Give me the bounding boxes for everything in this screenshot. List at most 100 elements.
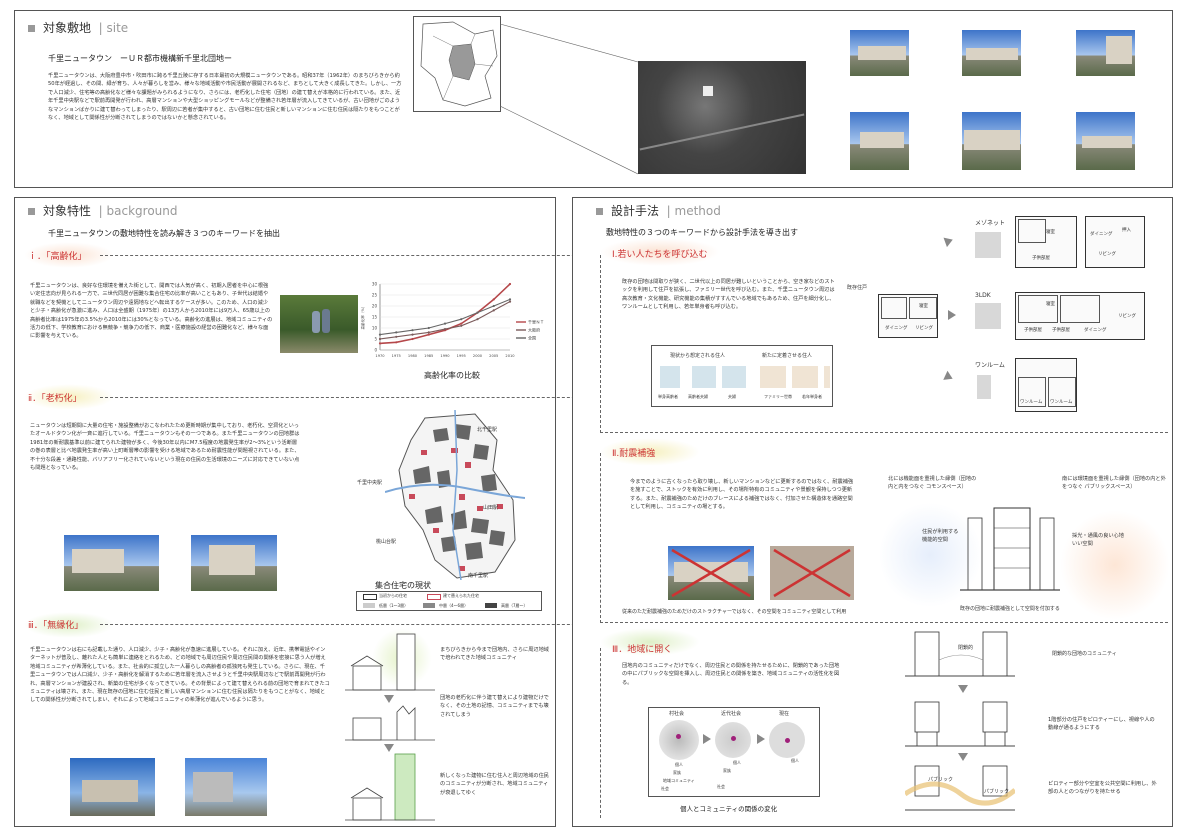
data-point [427, 331, 430, 334]
cross-icon [773, 548, 851, 598]
resident-icon [792, 366, 818, 388]
data-point [476, 311, 479, 314]
open-community-body: 団地内のコミュニティだけでなく、周辺住民との関係を持たせるために、閉鎖的であった… [622, 663, 840, 686]
one-room-floor-plan: ワンルーム ワンルーム [1015, 358, 1077, 412]
site-photo [962, 112, 1021, 170]
x-tick-label: 1990 [440, 354, 450, 358]
data-point [476, 318, 479, 321]
relationship-caption: 個人とコミュニティの関係の変化 [680, 805, 778, 813]
community-diagram-3 [345, 753, 435, 821]
brace-photo-crossed [668, 546, 754, 600]
map-label-station: 南千里駅 [468, 573, 489, 579]
community-diagram-1 [345, 633, 435, 691]
data-point [395, 335, 398, 338]
construction-photo [185, 758, 267, 816]
danchi-photo [64, 535, 159, 591]
square-bullet-icon [596, 208, 603, 215]
x-tick-label: 1995 [457, 354, 466, 358]
keyword-aging-buildings: ⅱ．「老朽化」 [28, 394, 82, 404]
map-label-station: 山田駅 [483, 505, 499, 511]
step-3-text: ピロティー部分や空室を公共空間に利用し、外部の人とのつながりを持たせる [1048, 781, 1157, 796]
public-label: パブリック [984, 789, 1010, 795]
type-label: メゾネット [975, 220, 1006, 227]
legend-label: 千里ＮＴ [528, 319, 544, 325]
data-point [508, 300, 512, 303]
aerial-photo [638, 61, 806, 174]
arrow-down-icon [958, 685, 968, 693]
site-title: 対象敷地 | site [28, 19, 128, 36]
resident-icon [760, 366, 786, 388]
resident-box: 現状から想定される住人 新たに定着させる住人 単身高齢者 高齢者夫婦 夫婦 ファ… [651, 345, 833, 407]
housing-status-map [385, 410, 525, 580]
aging-chart-caption: 高齢化率の比較 [424, 371, 480, 380]
x-tick-label: 2000 [473, 354, 483, 358]
seismic-body: 今までのように古くなったら取り壊し、新しいマンションなどに更新するのではなく、耐… [630, 479, 854, 511]
x-tick-label: 1980 [408, 354, 418, 358]
y-axis-label: 高齢化率（%） [360, 305, 365, 330]
young-people-body: 既存の団地は間取りが狭く、二世代以上の同居が難しいということから、空き家などのス… [622, 279, 835, 311]
closed-community-diagram [905, 631, 1015, 677]
site-photo [1076, 30, 1135, 76]
3ldk-floor-plan: 寝室 子供部屋 子供部屋 ダイニング リビング [1015, 292, 1145, 340]
data-point [460, 322, 463, 325]
community-text-1: まちびらきから今まで団地内、さらに周辺地域で培われてきた地域コミュニティ [440, 647, 549, 662]
step-1-text: 閉鎖的な団地のコミュニティ [1052, 651, 1117, 657]
x-tick-label: 1970 [375, 354, 385, 358]
data-point [427, 326, 430, 330]
resident-icon [692, 366, 716, 388]
x-tick-label: 2005 [489, 354, 498, 358]
y-tick-label: 15 [372, 315, 378, 320]
legend-label: 全国 [528, 335, 536, 341]
series-line [379, 283, 511, 345]
data-point [443, 328, 447, 331]
family-icon [975, 303, 1001, 329]
site-photo [850, 112, 909, 170]
seismic-caption-1: 従来のただ耐震補強のためだけのストラクチャーではなく、その空間をコミュニティ空間… [622, 609, 847, 615]
public-space-diagram [905, 765, 1015, 811]
y-tick-label: 20 [372, 304, 378, 309]
person-dot-icon [676, 734, 681, 739]
family-icon [975, 232, 1001, 258]
seismic-caption-2: 既存の団地に耐震補強として空間を付加する [960, 606, 1060, 612]
map-label-station: 桃山台駅 [376, 539, 397, 545]
single-person-icon [977, 375, 991, 399]
site-subtitle: 千里ニュータウン ーＵＲ都市機構新千里北団地ー [48, 54, 232, 63]
map-legend: 当初からの住宅 建て替えられた住宅 低層（1～3層） 中層（4～6層） 高層（7… [356, 591, 542, 611]
piloti-diagram [905, 701, 1015, 747]
type-label: ワンルーム [975, 362, 1005, 369]
data-point [492, 298, 495, 301]
y-tick-label: 25 [372, 293, 378, 298]
data-point [443, 322, 447, 325]
site-photo [962, 30, 1021, 76]
data-point [492, 304, 495, 308]
seismic-section-diagram [960, 507, 1060, 591]
existing-unit-label: 既存住戸 [847, 285, 868, 291]
method-title: 設計手法 | method [596, 202, 721, 219]
background-subtitle: 千里ニュータウンの敷地特性を読み解き３つのキーワードを抽出 [48, 229, 280, 238]
y-tick-label: 30 [372, 282, 378, 287]
arrow-down-icon [384, 744, 394, 752]
site-body: 千里ニュータウンは、大阪府豊中市・吹田市に跨る千里丘陵に存する日本最初の大規模ニ… [48, 73, 402, 122]
maisonette-floor-plan: 寝室 子供部屋 [1015, 216, 1077, 268]
relationship-diagram: 村社会 近代社会 現在 個人 家族 地域コミュニティ 社会 個人 家族 社会 個… [648, 707, 820, 797]
keyword-aging: ｉ．「高齢化」 [28, 252, 87, 262]
map-label-station: 北千里駅 [477, 427, 498, 433]
resident-icon [824, 366, 830, 388]
deterioration-body: ニュータウンは短期間に大量の住宅・施設整備がおこなわれたため更新時期が集中してお… [30, 423, 300, 472]
data-point [378, 342, 382, 345]
method-subtitle: 敷地特性の３つのキーワードから設計手法を導き出す [606, 228, 798, 237]
community-text-2: 団地の老朽化に伴う建て替えにより建物だけでなく、その土地の記憶、コミュニティまで… [440, 695, 549, 718]
site-photo [850, 30, 909, 76]
data-point [460, 324, 463, 327]
cross-icon [671, 548, 751, 598]
community-diagram-2 [345, 705, 435, 741]
keyword-isolation: ⅲ．「無縁化」 [28, 621, 84, 631]
data-point [378, 337, 382, 341]
data-point [460, 318, 463, 321]
data-point [508, 282, 512, 286]
background-title: 対象特性 | background [28, 202, 178, 219]
public-label: パブリック [928, 777, 954, 783]
brace-photo-crossed [770, 546, 854, 600]
aging-body: 千里ニュータウンは、良好な住環境を備えた街として、開西では人気が高く、初期入居者… [30, 283, 273, 340]
